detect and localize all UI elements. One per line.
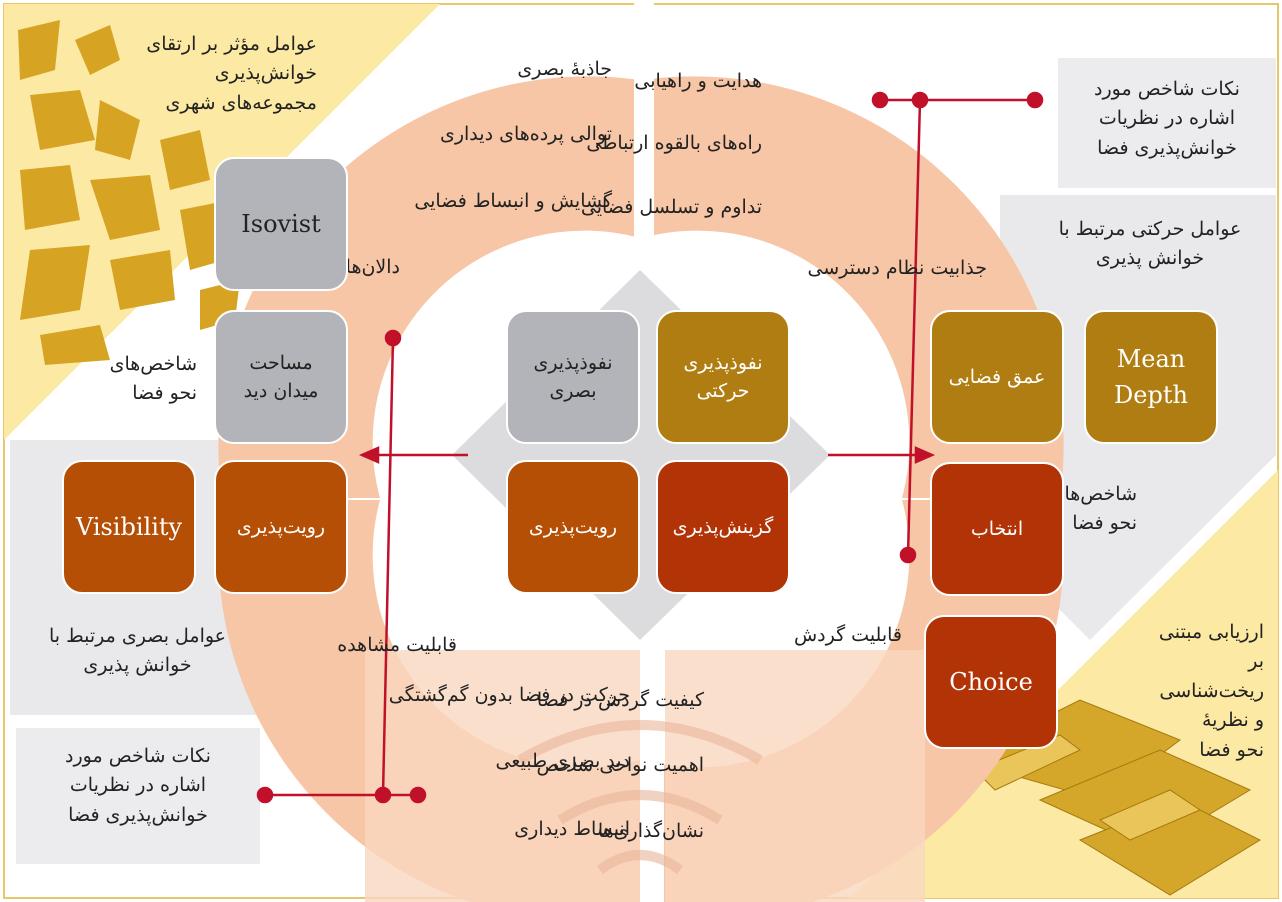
spatial-depth-box: عمق فضایی [930, 310, 1064, 444]
ornamental-watermark-icon [517, 720, 763, 875]
ring-item: نشان‌گذاری‌ها [597, 820, 704, 842]
ring-item: جاذبهٔ بصری [517, 58, 612, 80]
ring-item: گشایش و انبساط فضایی [414, 190, 612, 212]
3d-city-model-icon [958, 699, 1262, 896]
callout-panel-top-right [1058, 58, 1276, 188]
bottom-right-title: ارزیابی مبتنی بر ریخت‌شناسی و نظریهٔ نحو… [1158, 621, 1264, 761]
movement-permeability-box: نفوذپذیری حرکتی [656, 310, 790, 444]
bottom-right-panel [665, 650, 925, 902]
observability-label: قابلیت مشاهده [337, 634, 457, 656]
visibility-left-box: رویت‌پذیری [214, 460, 348, 594]
circulation-label: قابلیت گردش [793, 624, 902, 646]
ring-item: توالی پرده‌های دیداری [439, 123, 612, 145]
choice-fa-box: انتخاب [930, 462, 1064, 596]
ring-item: دید بصری طبیعی [495, 750, 630, 772]
ring-item: جذابیت نظام دسترسی [807, 257, 987, 279]
ring-item: انبساط دیداری [514, 818, 630, 840]
bottom-left-panel [365, 650, 640, 902]
top-left-title: عوامل مؤثر بر ارتقای خوانش‌پذیری مجموعه‌… [146, 33, 317, 114]
mean-depth-box: Mean Depth [1084, 310, 1218, 444]
city-map-fragments-icon [18, 20, 240, 365]
visual-permeability-box: نفوذپذیری بصری [506, 310, 640, 444]
callout-bottom-left: نکات شاخص مورد اشاره در نظریات خوانش‌پذی… [65, 745, 211, 826]
ring-item: تداوم و تسلسل فضایی [580, 196, 762, 218]
right-indices-label: شاخص‌های نحو فضا [1049, 483, 1137, 535]
visibility-center-box: رویت‌پذیری [506, 460, 640, 594]
isovist-box: Isovist [214, 157, 348, 291]
selectivity-box: گزینش‌پذیری [656, 460, 790, 594]
ring-item: حرکت در فضا بدون گم‌گشتگی [388, 684, 630, 706]
choice-en-box: Choice [924, 615, 1058, 749]
ring-item: اهمیت نواحی شاخص [536, 754, 704, 776]
left-indices-label: شاخص‌های نحو فضا [109, 353, 197, 405]
callout-top-right: نکات شاخص مورد اشاره در نظریات خوانش‌پذی… [1094, 78, 1240, 159]
callout-panel-bottom-left [16, 728, 260, 864]
view-area-box: مساحت میدان دید [214, 310, 348, 444]
ring-item: راه‌های بالقوه ارتباطی [586, 132, 762, 154]
visibility-en-box: Visibility [62, 460, 196, 594]
connector-lines [256, 91, 1044, 804]
left-factors-label: عوامل بصری مرتبط با خوانش پذیری [48, 625, 227, 677]
ring-item: هدایت و راهیابی [634, 70, 762, 92]
ring-item: کیفیت گردش در فضا [536, 689, 704, 711]
right-factors-label: عوامل حرکتی مرتبط با خوانش پذیری [1058, 218, 1242, 270]
